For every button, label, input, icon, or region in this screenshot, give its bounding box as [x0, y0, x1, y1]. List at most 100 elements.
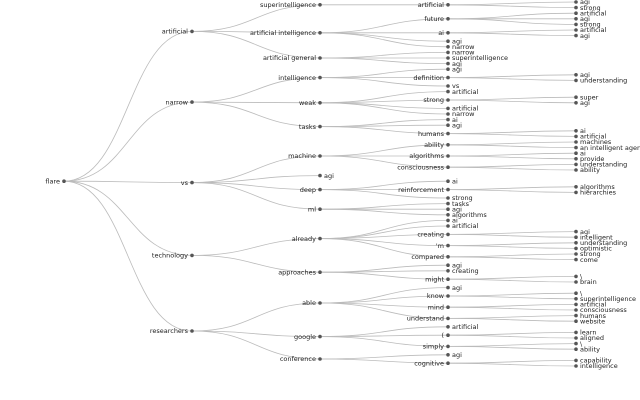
tree-node-agi[interactable]: agi [446, 60, 462, 68]
tree-node-deep[interactable]: deep [300, 186, 322, 194]
tree-node-machines[interactable]: machines [574, 138, 612, 146]
tree-node-cognitive[interactable]: cognitive [414, 359, 450, 367]
tree-node-definition[interactable]: definition [413, 74, 450, 82]
tree-node-technology[interactable]: technology [152, 252, 194, 260]
tree-node-artificial[interactable]: artificial [574, 26, 606, 34]
tree-node-artificial[interactable]: artificial [418, 1, 450, 9]
tree-node-weak[interactable]: weak [299, 99, 322, 107]
tree-node-artificial[interactable]: artificial [574, 301, 606, 309]
tree-node-website[interactable]: website [574, 317, 605, 325]
tree-node-creating[interactable]: creating [446, 267, 479, 275]
tree-node-symbol[interactable]: \ [574, 273, 583, 281]
tree-node-understanding[interactable]: understanding [574, 77, 627, 85]
tree-node-agi[interactable]: agi [446, 284, 462, 292]
tree-node-artificial[interactable]: artificial [446, 88, 478, 96]
tree-node-already[interactable]: already [292, 235, 322, 243]
tree-node-symbol[interactable]: \ [574, 340, 583, 348]
tree-node-strong[interactable]: strong [423, 96, 450, 104]
tree-node-symbol[interactable]: ( [441, 331, 450, 339]
tree-node-tasks[interactable]: tasks [299, 123, 322, 131]
tree-node-ai[interactable]: ai [446, 177, 458, 185]
tree-node-reinforcement[interactable]: reinforcement [398, 186, 450, 194]
tree-node-able[interactable]: able [302, 299, 322, 307]
tree-node-agi[interactable]: agi [574, 32, 590, 40]
tree-node-strong[interactable]: strong [574, 250, 601, 258]
tree-node-agi[interactable]: agi [574, 228, 590, 236]
tree-node-hierarchies[interactable]: hierarchies [574, 189, 617, 197]
tree-node-tasks[interactable]: tasks [446, 200, 470, 208]
tree-node-agi[interactable]: agi [446, 37, 462, 45]
tree-node-agi[interactable]: agi [574, 0, 590, 6]
tree-node-understanding[interactable]: understanding [574, 239, 627, 247]
tree-node-optimistic[interactable]: optimistic [574, 245, 612, 253]
tree-node-flare[interactable]: flare [45, 177, 66, 185]
tree-node-approaches[interactable]: approaches [278, 268, 322, 276]
tree-node-understand[interactable]: understand [407, 315, 450, 323]
tree-node-artificial[interactable]: artificial [574, 9, 606, 17]
tree-node-humans[interactable]: humans [418, 130, 450, 138]
tree-node-vs[interactable]: vs [446, 82, 460, 90]
tree-node-ability[interactable]: ability [424, 141, 450, 149]
tree-node-agi[interactable]: agi [446, 351, 462, 359]
tree-node-ai[interactable]: ai [446, 217, 458, 225]
tree-node-creating[interactable]: creating [417, 231, 450, 239]
tree-node-aligned[interactable]: aligned [574, 334, 604, 342]
tree-node-narrow[interactable]: narrow [446, 110, 475, 118]
tree-node-machine[interactable]: machine [288, 152, 322, 160]
tree-node-researchers[interactable]: researchers [150, 327, 194, 335]
tree-node-humans[interactable]: humans [574, 312, 607, 320]
tree-node-provide[interactable]: provide [574, 155, 604, 163]
tree-node-come[interactable]: come [574, 256, 598, 264]
tree-node-super[interactable]: super [574, 93, 599, 101]
tree-node-know[interactable]: know [427, 292, 450, 300]
tree-node-superintelligence[interactable]: superintelligence [260, 1, 322, 9]
tree-node-consciousness[interactable]: consciousness [574, 306, 627, 314]
tree-node-conference[interactable]: conference [280, 355, 322, 363]
tree-node-algorithms[interactable]: algorithms [574, 183, 615, 191]
tree-node-agi[interactable]: agi [446, 65, 462, 73]
tree-node-capability[interactable]: capability [574, 357, 612, 365]
tree-node-artificial[interactable]: artificial [574, 133, 606, 141]
tree-node-brain[interactable]: brain [574, 278, 597, 286]
tree-node-m[interactable]: 'm [436, 242, 450, 250]
tree-node-agi[interactable]: agi [446, 261, 462, 269]
tree-node-learn[interactable]: learn [574, 329, 596, 337]
tree-node-artificial-general[interactable]: artificial general [263, 54, 322, 62]
tree-node-might[interactable]: might [425, 275, 450, 283]
tree-node-artificial[interactable]: artificial [446, 323, 478, 331]
tree-node-ai[interactable]: ai [574, 127, 586, 135]
tree-node-strong[interactable]: strong [446, 194, 473, 202]
tree-node-agi[interactable]: agi [446, 205, 462, 213]
tree-node-consciousness[interactable]: consciousness [397, 163, 450, 171]
tree-node-narrow[interactable]: narrow [446, 49, 475, 57]
tree-node-algorithms[interactable]: algorithms [446, 211, 487, 219]
tree-node-intelligence[interactable]: intelligence [574, 362, 618, 370]
tree-node-mind[interactable]: mind [428, 303, 450, 311]
tree-node-compared[interactable]: compared [411, 253, 450, 261]
tree-node-narrow[interactable]: narrow [446, 43, 475, 51]
tree-node-ai[interactable]: ai [438, 29, 450, 37]
tree-node-algorithms[interactable]: algorithms [409, 152, 450, 160]
tree-node-ability[interactable]: ability [574, 345, 600, 353]
tree-node-superintelligence[interactable]: superintelligence [574, 295, 636, 303]
tree-node-strong[interactable]: strong [574, 21, 601, 29]
tree-node-ability[interactable]: ability [574, 166, 600, 174]
tree-node-artificial[interactable]: artificial [162, 28, 194, 36]
tree-node-agi[interactable]: agi [574, 99, 590, 107]
tree-node-google[interactable]: google [294, 333, 322, 341]
tree-node-strong[interactable]: strong [574, 4, 601, 12]
tree-node-artificial-intelligence[interactable]: artificial intelligence [250, 29, 322, 37]
tree-node-ai[interactable]: ai [446, 116, 458, 124]
tree-node-symbol[interactable]: \ [574, 289, 583, 297]
tree-node-simply[interactable]: simply [423, 343, 450, 351]
tree-node-narrow[interactable]: narrow [166, 98, 194, 106]
tree-node-agi[interactable]: agi [318, 172, 334, 180]
tree-node-artificial[interactable]: artificial [446, 222, 478, 230]
tree-node-intelligent[interactable]: intelligent [574, 233, 613, 241]
tree-node-agi[interactable]: agi [574, 15, 590, 23]
tree-node-vs[interactable]: vs [181, 179, 194, 187]
tree-node-intelligence[interactable]: intelligence [278, 74, 322, 82]
tree-node-an-intelligent-agent[interactable]: an intelligent agent [574, 144, 640, 152]
tree-node-ai[interactable]: ai [574, 149, 586, 157]
tree-node-artificial[interactable]: artificial [446, 105, 478, 113]
